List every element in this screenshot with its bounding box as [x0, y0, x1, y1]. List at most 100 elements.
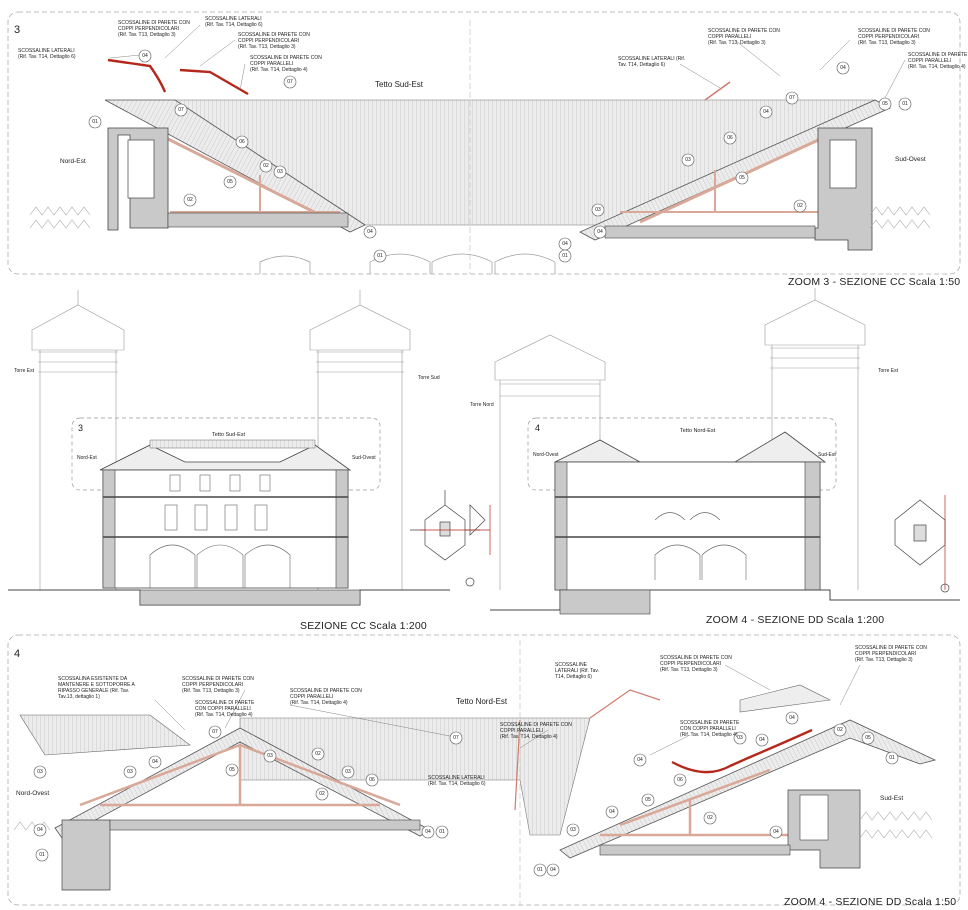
- tag-number: 06: [677, 776, 683, 783]
- zoom3-panel: [7, 11, 961, 275]
- zoom3-note-4: SCOSSALINE DI PARETE CON COPPI PERPENDIC…: [238, 32, 310, 50]
- sezcc-roof-label: Tetto Sud-Est: [212, 432, 246, 438]
- zoom4dd-side-right: Sud-Est: [818, 452, 836, 458]
- zoom4-note-1: SCOSSALINA ESISTENTE DA MANTENERE E SOTT…: [58, 676, 135, 700]
- zoom3-note-1: SCOSSALINE LATERALI (Rif. Tav. T14, Dett…: [18, 48, 76, 60]
- sezcc-tower-left: Torre Est: [14, 368, 35, 374]
- section-cc-drawing: [8, 290, 491, 606]
- tag-number: 05: [229, 766, 235, 773]
- zoom4-roof-label: Tetto Nord-Est: [456, 697, 508, 706]
- tag-number: 05: [739, 174, 745, 181]
- sezcc-tower-right: Torre Sud: [418, 375, 440, 381]
- tag-number: 03: [37, 768, 43, 775]
- tag-number: 04: [37, 826, 43, 833]
- zoom3-roof-label: Tetto Sud-Est: [375, 80, 424, 89]
- zoom3-side-right: Sud-Ovest: [895, 156, 926, 163]
- tag-number: 01: [92, 118, 98, 125]
- tag-number: 05: [645, 796, 651, 803]
- zoom3-side-left: Nord-Est: [60, 158, 86, 165]
- tag-number: 04: [562, 240, 568, 247]
- tag-number: 04: [763, 108, 769, 115]
- tag-number: 04: [840, 64, 846, 71]
- tag-number: 04: [425, 828, 431, 835]
- tag-number: 04: [550, 866, 556, 873]
- zoom4-panel: [7, 634, 961, 906]
- tag-number: 02: [837, 726, 843, 733]
- zoom3-number: 3: [14, 24, 21, 36]
- zoom4-number: 4: [14, 648, 21, 660]
- tag-number: 05: [227, 178, 233, 185]
- zoom3-note-7: SCOSSALINE DI PARETE CON COPPI PARALLELI…: [708, 28, 780, 46]
- tag-number: 01: [39, 851, 45, 858]
- tag-number: 03: [570, 826, 576, 833]
- zoom4dd-tower-left: Torre Nord: [470, 402, 494, 408]
- tag-number: 04: [609, 808, 615, 815]
- tag-number: 04: [597, 228, 603, 235]
- tag-number: 04: [789, 714, 795, 721]
- section-dd-drawing: [490, 288, 960, 615]
- zoom3-note-2: SCOSSALINE DI PARETE CON COPPI PERPENDIC…: [118, 20, 190, 38]
- zoom4-note-10: SCOSSALINE LATERALI (Rif. Tav. T14, Dett…: [428, 775, 486, 787]
- tag-number: 06: [369, 776, 375, 783]
- tag-number: 07: [178, 106, 184, 113]
- tag-number: 02: [187, 196, 193, 203]
- tag-number: 07: [212, 728, 218, 735]
- tag-number: 07: [789, 94, 795, 101]
- tag-number: 02: [797, 202, 803, 209]
- zoom4-side-left: Nord-Ovest: [16, 790, 50, 797]
- tag-number: 07: [453, 734, 459, 741]
- tag-number: 03: [267, 752, 273, 759]
- zoom4-note-2: SCOSSALINE DI PARETE CON COPPI PERPENDIC…: [182, 676, 254, 694]
- zoom4dd-roof-label: Tetto Nord-Est: [680, 428, 716, 434]
- zoom4-side-right: Sud-Est: [880, 795, 904, 802]
- tag-number: 06: [239, 138, 245, 145]
- sezcc-side-left: Nord-Est: [77, 455, 97, 461]
- zoom4dd-number: 4: [535, 423, 541, 433]
- tag-number: 06: [727, 134, 733, 141]
- tag-number: 02: [315, 750, 321, 757]
- zoom4dd-side-left: Nord-Ovest: [533, 452, 559, 458]
- sezcc-number: 3: [78, 423, 84, 433]
- tag-number: 01: [537, 866, 543, 873]
- tag-number: 01: [902, 100, 908, 107]
- tag-number: 03: [595, 206, 601, 213]
- zoom4dd-tower-right: Torre Est: [878, 368, 899, 374]
- zoom4-note-9: SCOSSALINE DI PARETE CON COPPI PERPENDIC…: [855, 645, 927, 663]
- tag-number: 03: [737, 734, 743, 741]
- tag-number: 04: [773, 828, 779, 835]
- zoom3-note-9: SCOSSALINE DI PARETE CON COPPI PARALLELI…: [908, 52, 968, 70]
- tag-number: 03: [127, 768, 133, 775]
- zoom3-note-8: SCOSSALINE DI PARETE CON COPPI PERPENDIC…: [858, 28, 930, 46]
- sezcc-title: SEZIONE CC Scala 1:200: [300, 620, 427, 632]
- tag-number: 04: [759, 736, 765, 743]
- tag-number: 04: [637, 756, 643, 763]
- tag-number: 02: [707, 814, 713, 821]
- zoom4-note-5: SCOSSALINE DI PARETE CON COPPI PARALLELI…: [290, 688, 362, 706]
- tag-number: 02: [319, 790, 325, 797]
- zoom4-note-6: SCOSSALINE DI PARETE CON COPPI PERPENDIC…: [660, 655, 732, 673]
- zoom4-note-3: SCOSSALINE DI PARETE CON COPPI PARALLELI…: [195, 700, 255, 718]
- tag-number: 05: [865, 734, 871, 741]
- tag-number: 03: [345, 768, 351, 775]
- tag-number: 04: [142, 52, 148, 59]
- tag-number: 04: [152, 758, 158, 765]
- tag-number: 07: [287, 78, 293, 85]
- zoom3-note-3: SCOSSALINE LATERALI (Rif. Tav. T14, Dett…: [205, 16, 263, 28]
- zoom4-note-7: SCOSSALINE DI PARETE CON COPPI PARALLELI…: [500, 722, 572, 740]
- zoom3-note-5: SCOSSALINE DI PARETE CON COPPI PARALLELI…: [250, 55, 322, 73]
- tag-number: 01: [377, 252, 383, 259]
- tag-number: 01: [889, 754, 895, 761]
- tag-number: 03: [685, 156, 691, 163]
- tag-number: 02: [263, 162, 269, 169]
- zoom4-title: ZOOM 4 - SEZIONE DD Scala 1:50: [784, 896, 957, 908]
- tag-number: 01: [562, 252, 568, 259]
- zoom3-note-6: SCOSSALINE LATERALI (Rif. Tav. T14, Dett…: [618, 56, 686, 68]
- zoom4-note-4: SCOSSALINE LATERALI (Rif. Tav. T14, Dett…: [555, 662, 599, 680]
- zoom4-note-8: SCOSSALINE DI PARETE CON COPPI PARALLELI…: [680, 720, 740, 738]
- sezcc-side-right: Sud-Ovest: [352, 455, 376, 461]
- tag-number: 05: [882, 100, 888, 107]
- zoom3-title: ZOOM 3 - SEZIONE CC Scala 1:50: [788, 276, 961, 288]
- tag-number: 03: [277, 168, 283, 175]
- tag-number: 01: [439, 828, 445, 835]
